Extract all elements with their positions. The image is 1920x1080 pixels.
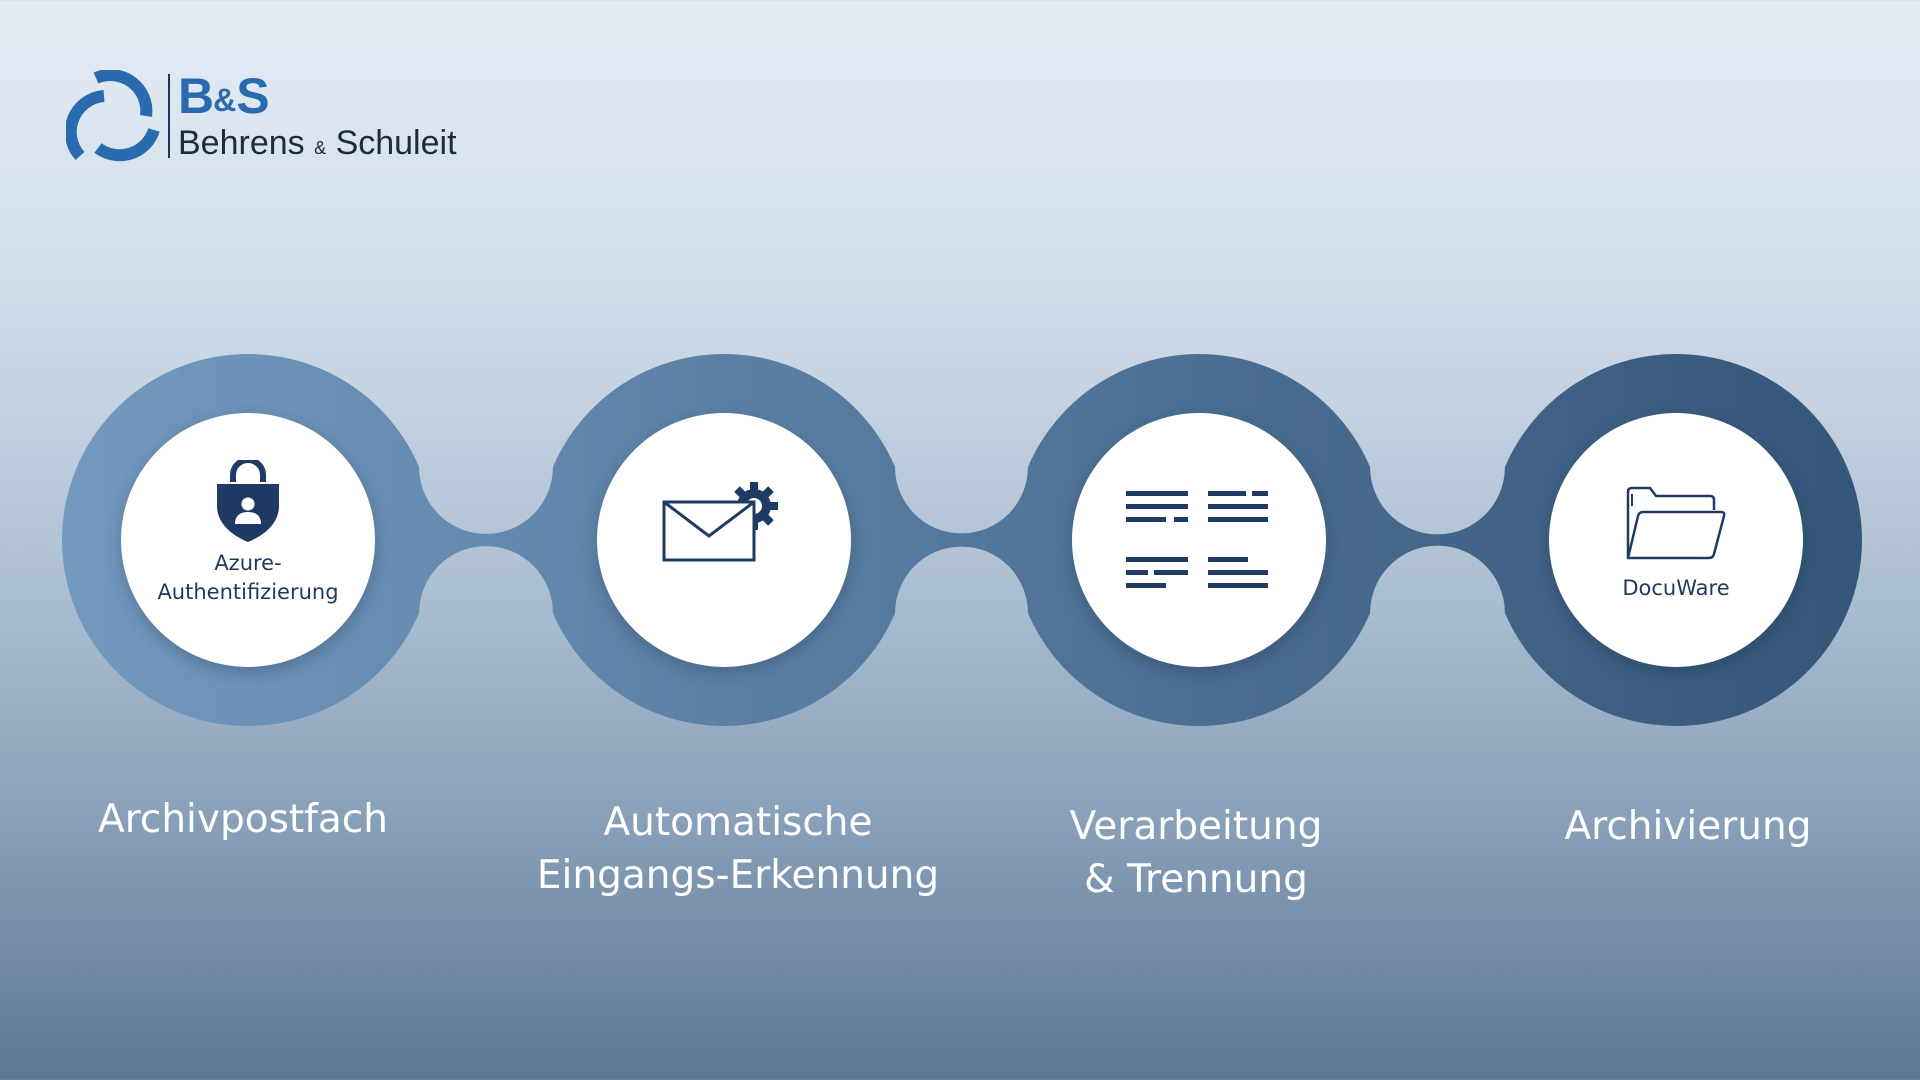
caption-line: Authentifizierung <box>157 580 339 604</box>
logo-name-first: Behrens <box>178 124 305 162</box>
logo-name-amp: & <box>314 138 327 158</box>
label-line: Eingangs-Erkennung <box>536 853 940 898</box>
step-archivierung-label: Archivierung <box>1448 800 1920 853</box>
lock-shield-user-icon <box>217 460 279 542</box>
logo-divider <box>168 74 170 158</box>
logo-short-amp: & <box>213 82 237 118</box>
step-verarbeitung-label: Verarbeitung & Trennung <box>956 800 1436 906</box>
envelope-gear-icon <box>662 482 778 562</box>
label-line: Archivpostfach <box>98 797 388 842</box>
company-logo: B&S Behrens & Schuleit <box>66 70 466 170</box>
label-line: Archivierung <box>1564 804 1812 849</box>
caption-line: Azure- <box>214 551 282 575</box>
label-line: & Trennung <box>1084 857 1308 902</box>
logo-swirl-icon <box>66 70 160 162</box>
step-archivpostfach-label: Archivpostfach <box>3 793 483 846</box>
step-archivierung-caption: DocuWare <box>1566 574 1786 603</box>
caption-line: DocuWare <box>1622 576 1730 600</box>
logo-company-name: Behrens & Schuleit <box>178 124 457 167</box>
text-columns-icon <box>1126 491 1268 588</box>
folder-icon <box>1626 486 1726 560</box>
step-verarbeitung-node <box>1072 413 1326 667</box>
step-eingangs-erkennung-label: Automatische Eingangs-Erkennung <box>498 796 978 902</box>
step-archivpostfach-caption: Azure- Authentifizierung <box>138 549 358 607</box>
logo-short-suffix: S <box>236 68 269 124</box>
label-line: Automatische <box>603 800 873 845</box>
logo-short-prefix: B <box>178 68 214 124</box>
flow-band-shape <box>62 353 1862 726</box>
label-line: Verarbeitung <box>1069 804 1323 849</box>
logo-short: B&S <box>178 68 270 126</box>
logo-name-last: Schuleit <box>335 124 457 162</box>
